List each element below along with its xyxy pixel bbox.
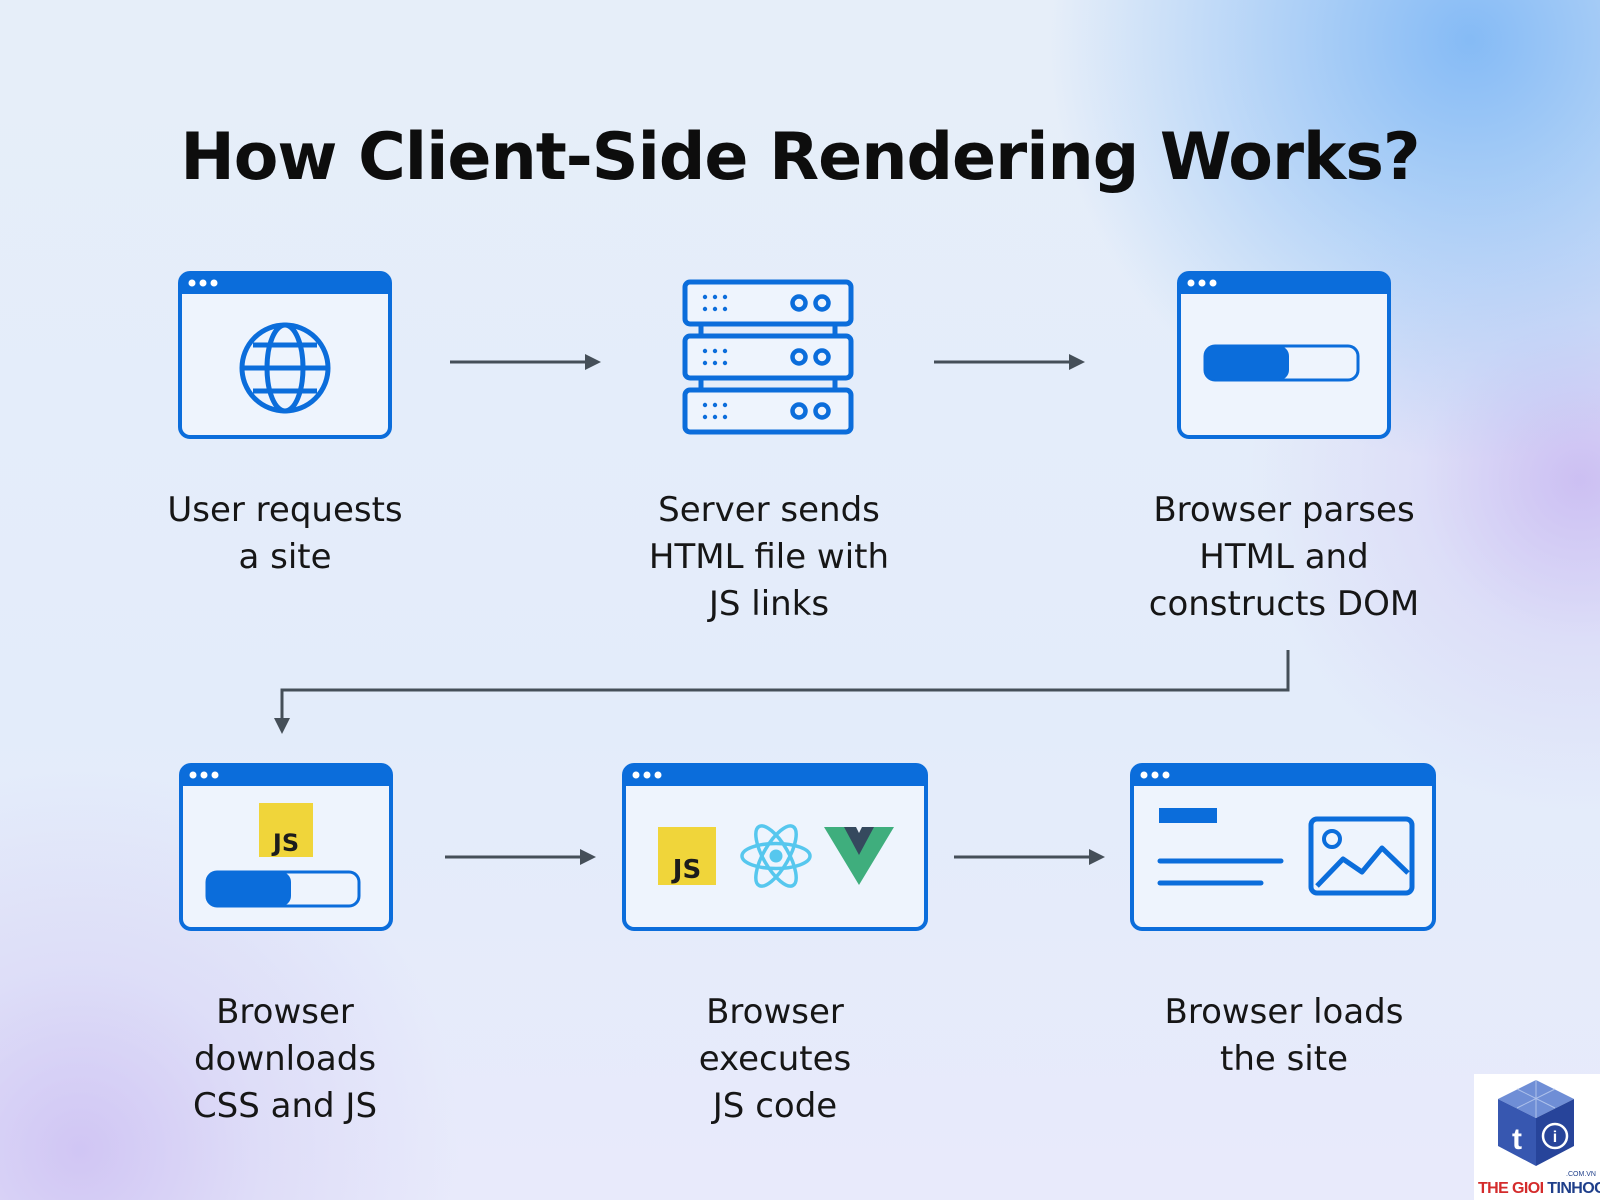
browser-page-icon — [1130, 763, 1436, 931]
step-4-label-line-2: downloads — [193, 1039, 377, 1079]
js-logo-text: JS — [671, 855, 701, 885]
vue-logo — [824, 827, 894, 885]
step-6-label-line-2: the site — [1219, 1039, 1348, 1079]
watermark-brand: THE GIOI TINHOC — [1478, 1180, 1600, 1198]
step-5-label: Browser executes JS code — [605, 989, 945, 1130]
step-1-icon — [177, 270, 393, 440]
step-2-label-line-2: HTML file with — [648, 537, 890, 577]
arrow-step1-to-step2 — [450, 354, 601, 370]
step-3-label: Browser parses HTML and constructs DOM — [1114, 487, 1454, 628]
step-3-label-line-3: constructs DOM — [1148, 584, 1420, 624]
step-3-label-line-2: HTML and — [1199, 537, 1369, 577]
browser-js-download-icon: JS — [179, 763, 393, 931]
arrow-step4-to-step5 — [445, 849, 596, 865]
image-icon — [1308, 816, 1415, 896]
step-2-label-line-3: JS links — [708, 584, 830, 624]
watermark-brand-part2: TINHOC — [1547, 1180, 1600, 1197]
step-4-label-line-1: Browser — [216, 992, 354, 1032]
step-6-icon — [1129, 762, 1437, 932]
step-3-label-line-1: Browser parses — [1153, 490, 1415, 530]
svg-text:i: i — [1553, 1129, 1557, 1146]
step-2-icon — [681, 278, 855, 436]
arrow-step3-to-step4 — [274, 650, 1290, 734]
step-1-label: User requests a site — [115, 487, 455, 581]
browser-globe-icon — [178, 271, 392, 439]
step-5-icon: JS — [621, 762, 929, 932]
browser-frameworks-icon: JS — [622, 763, 928, 931]
step-2-label: Server sends HTML file with JS links — [599, 487, 939, 628]
js-logo-badge — [259, 803, 313, 857]
js-badge-text: JS — [271, 829, 299, 857]
watermark-brand-part1: THE GIOI — [1478, 1180, 1544, 1197]
step-4-label-line-3: CSS and JS — [192, 1086, 378, 1126]
watermark-domain: .COM.VN — [1566, 1171, 1596, 1178]
watermark-logo: t i .COM.VN THE GIOI TINHOC — [1474, 1074, 1600, 1200]
arrow-step5-to-step6 — [954, 849, 1105, 865]
step-5-label-line-3: JS code — [712, 1086, 838, 1126]
page-heading-bar — [1159, 808, 1217, 823]
logo-letter: t — [1512, 1123, 1522, 1156]
progress-bar-fill — [207, 872, 291, 906]
step-5-label-line-2: executes — [698, 1039, 852, 1079]
step-6-label: Browser loads the site — [1114, 989, 1454, 1083]
server-rack-icon — [682, 279, 854, 435]
step-4-icon: JS — [178, 762, 394, 932]
step-1-label-line-2: a site — [238, 537, 332, 577]
progress-bar-fill — [1205, 346, 1289, 380]
browser-progress-icon — [1177, 271, 1391, 439]
js-logo — [658, 827, 716, 885]
arrow-step2-to-step3 — [934, 354, 1085, 370]
cube-logo-icon: t i — [1498, 1080, 1574, 1166]
step-2-label-line-1: Server sends — [658, 490, 880, 530]
diagram-title: How Client-Side Rendering Works? — [180, 120, 1420, 195]
step-1-label-line-1: User requests — [167, 490, 403, 530]
step-3-icon — [1176, 270, 1392, 440]
step-4-label: Browser downloads CSS and JS — [115, 989, 455, 1130]
step-6-label-line-1: Browser loads — [1164, 992, 1404, 1032]
react-logo — [740, 824, 812, 888]
step-5-label-line-1: Browser — [706, 992, 844, 1032]
